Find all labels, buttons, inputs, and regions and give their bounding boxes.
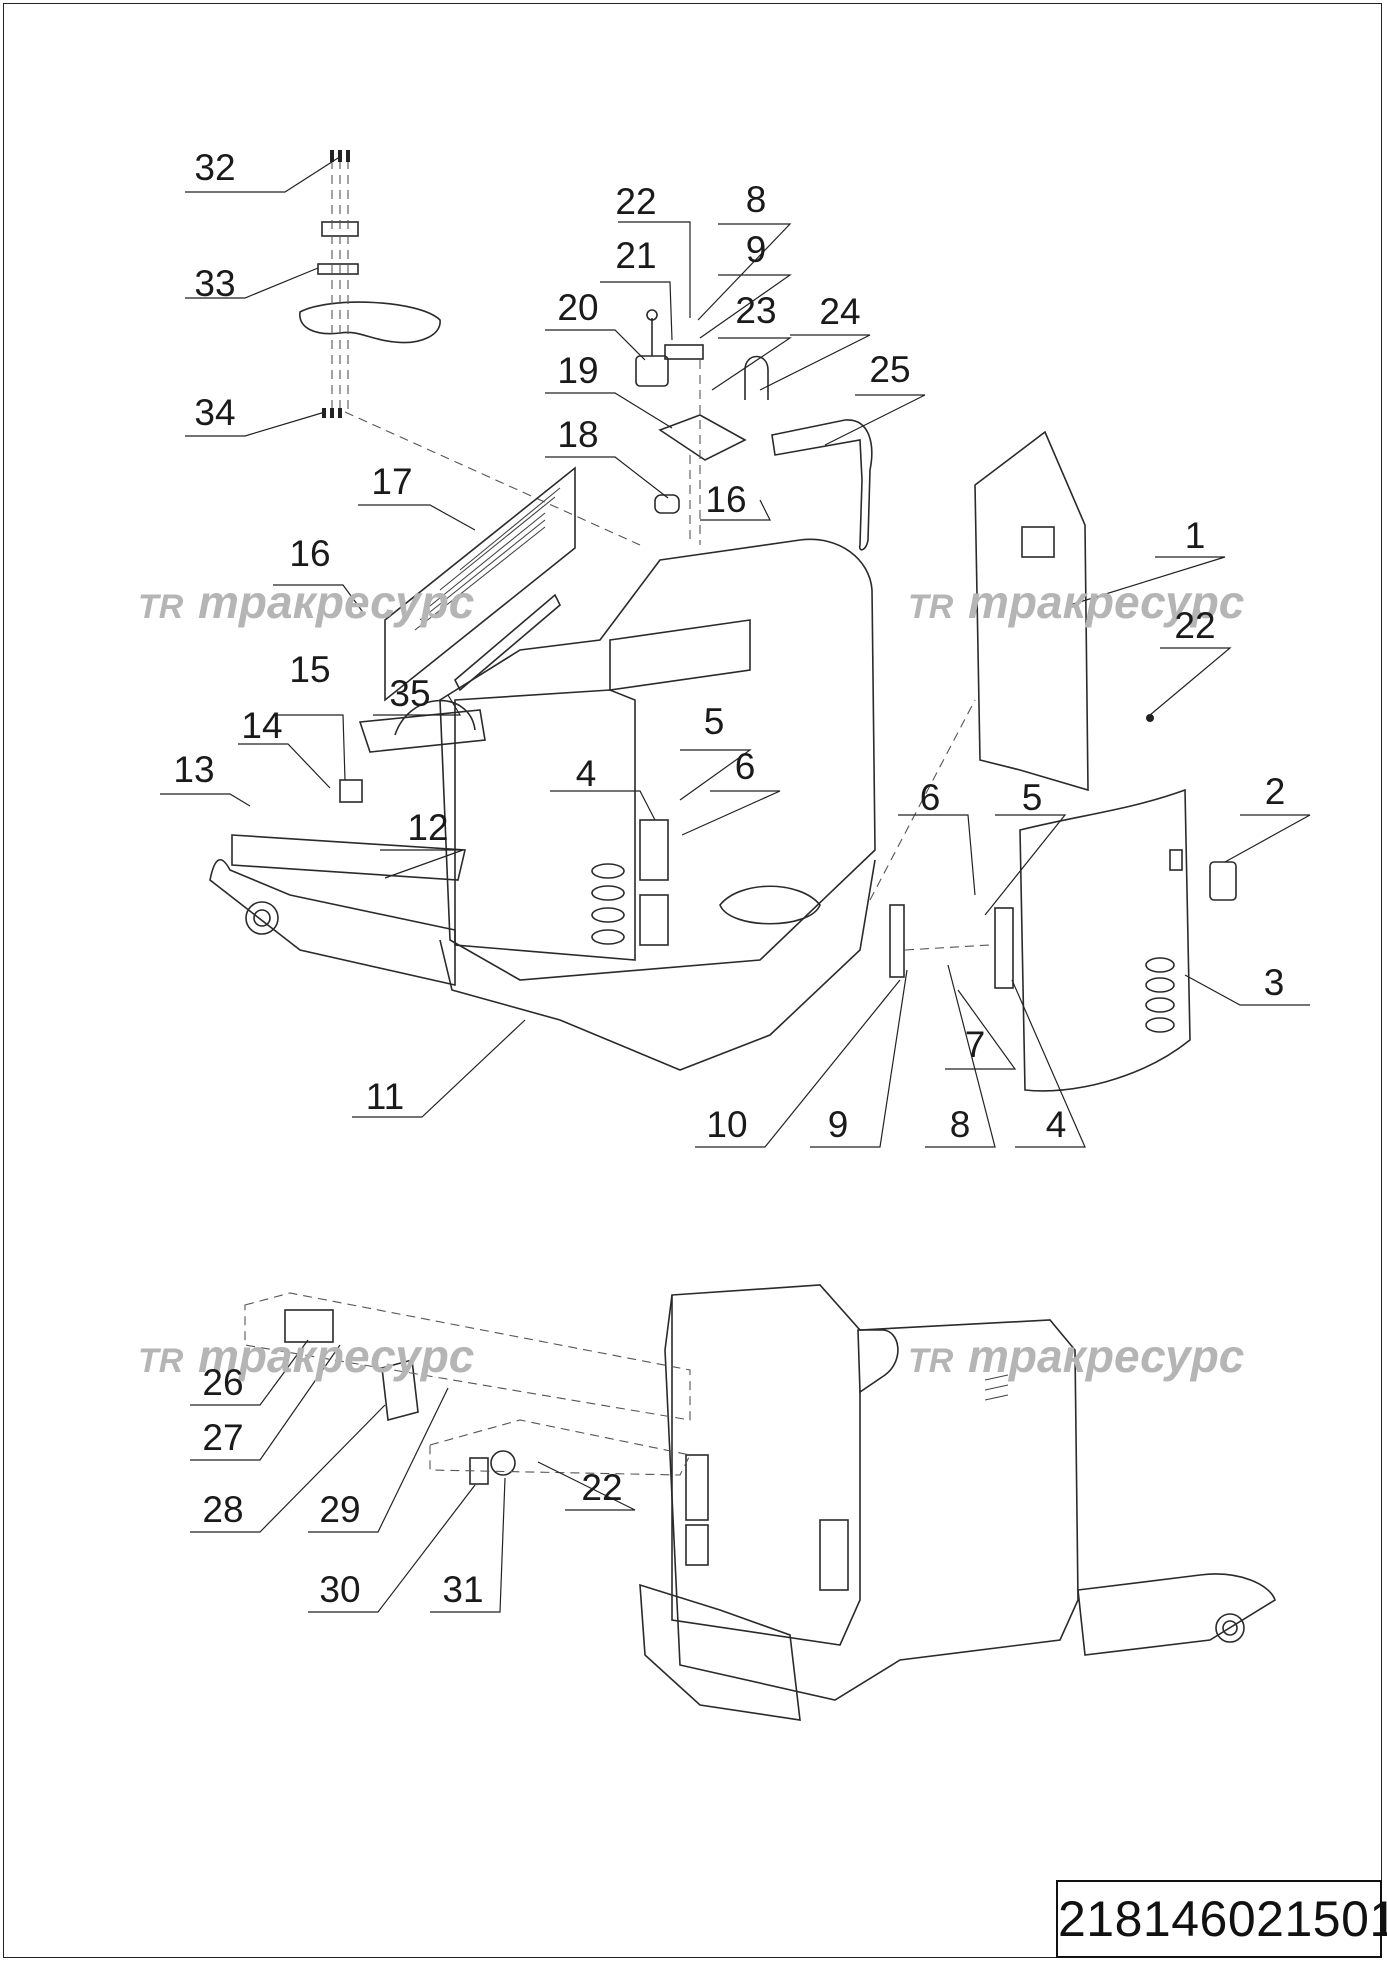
callout: 35 [389, 673, 430, 714]
lower-leaders [190, 1339, 636, 1613]
cover-17 [384, 466, 576, 702]
side-panel-25 [771, 419, 873, 551]
callout: 2 [1265, 771, 1286, 812]
callout: 4 [576, 753, 597, 794]
callout: 5 [1022, 777, 1043, 818]
handle-2 [1209, 861, 1237, 901]
callout: 1 [1185, 515, 1206, 556]
callout: 16 [289, 533, 330, 574]
callout: 22 [581, 1467, 622, 1508]
callout-labels: 32 33 34 22 8 21 9 20 23 24 19 25 18 16 … [173, 147, 1285, 1610]
callout: 3 [1264, 962, 1285, 1003]
svg-text:TR: TR [138, 588, 184, 626]
chassis-rail-12 [209, 699, 486, 987]
door-panel-3 [1019, 788, 1191, 1092]
box-28 [381, 1358, 419, 1422]
seat-assembly [299, 150, 641, 546]
callout: 15 [289, 649, 330, 690]
drawing-frame [3, 3, 1382, 1958]
callout: 17 [371, 461, 412, 502]
callout: 25 [869, 349, 910, 390]
callout: 23 [735, 290, 776, 331]
callout: 22 [615, 181, 656, 222]
upper-exploded-view [160, 150, 1311, 1148]
svg-text:тракресурс: тракресурс [968, 576, 1244, 628]
svg-text:TR: TR [908, 1342, 954, 1380]
callout-leaders [160, 157, 1311, 1148]
callout: 32 [194, 147, 235, 188]
callout: 12 [407, 807, 448, 848]
hinge-10 [869, 699, 1014, 989]
callout: 27 [202, 1417, 243, 1458]
callout: 29 [319, 1489, 360, 1530]
callout: 19 [557, 350, 598, 391]
callout: 16 [705, 479, 746, 520]
callout: 6 [920, 777, 941, 818]
callout: 20 [557, 287, 598, 328]
callout: 31 [442, 1569, 483, 1610]
watermarks: TR тракресурс TR тракресурс TR тракресур… [138, 576, 1244, 1382]
svg-text:тракресурс: тракресурс [198, 1330, 474, 1382]
callout: 14 [241, 705, 282, 746]
callout: 7 [965, 1024, 986, 1065]
watermark-4: TR тракресурс [908, 1330, 1244, 1382]
door-panel-1 [974, 430, 1154, 792]
callout: 11 [366, 1076, 404, 1117]
callout: 33 [194, 263, 235, 304]
callout: 24 [819, 291, 860, 332]
callout: 5 [704, 701, 725, 742]
main-frame-11 [439, 538, 876, 1071]
callout: 10 [706, 1104, 747, 1145]
svg-text:TR: TR [138, 1342, 184, 1380]
module-26 [284, 1309, 334, 1343]
callout: 30 [319, 1569, 360, 1610]
ring-31 [490, 1450, 516, 1476]
watermark-3: TR тракресурс [138, 1330, 474, 1382]
lower-assembled-view [190, 1284, 1276, 1721]
svg-text:TR: TR [908, 588, 954, 626]
callout: 22 [1174, 605, 1215, 646]
document-number: 218146021501 [1056, 1880, 1387, 1958]
svg-text:тракресурс: тракресурс [968, 1330, 1244, 1382]
callout: 9 [746, 229, 767, 270]
svg-text:тракресурс: тракресурс [198, 576, 474, 628]
callout: 8 [746, 179, 767, 220]
control-parts [635, 309, 769, 545]
callout: 8 [950, 1104, 971, 1145]
callout: 9 [828, 1104, 849, 1145]
callout: 6 [735, 746, 756, 787]
watermark-1: TR тракресурс [138, 576, 474, 628]
callout: 34 [194, 392, 235, 433]
callout: 26 [202, 1362, 243, 1403]
callout: 13 [173, 749, 214, 790]
watermark-2: TR тракресурс [908, 576, 1244, 628]
callout: 18 [557, 414, 598, 455]
callout: 21 [615, 235, 656, 276]
callout: 28 [202, 1489, 243, 1530]
callout: 4 [1046, 1104, 1067, 1145]
